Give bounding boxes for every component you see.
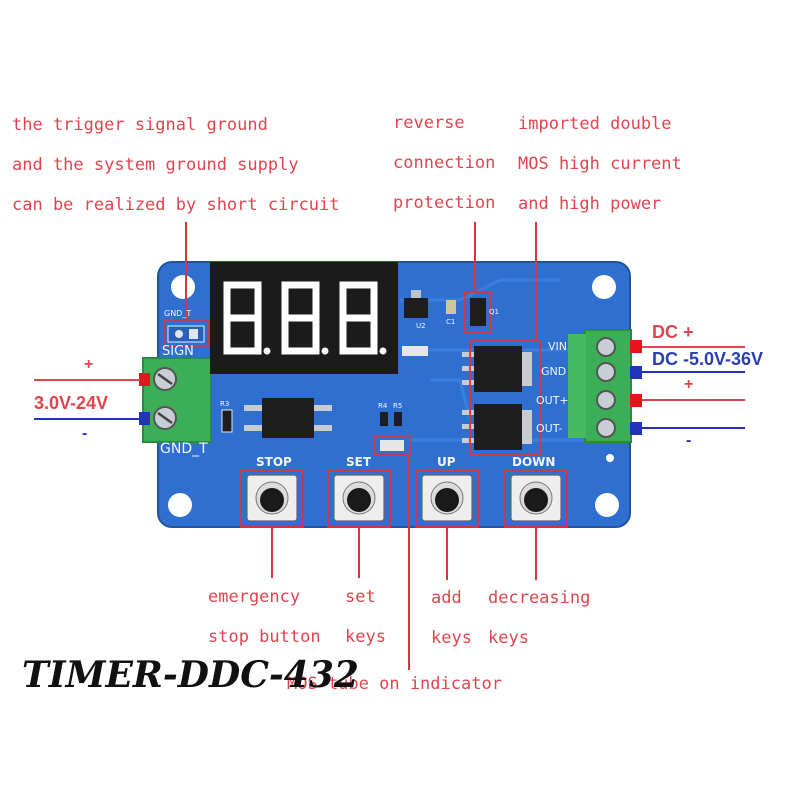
silk-gnd-t: GND_T — [160, 441, 208, 457]
callout-box-mosfets — [469, 340, 541, 455]
mount-hole-top-left — [171, 275, 195, 299]
jumper-pad-right — [189, 329, 198, 339]
mosfet-bottom-tab — [522, 410, 532, 444]
annotation-set-line-2: keys — [345, 627, 386, 647]
annotation-down-line-2: keys — [488, 628, 529, 648]
via-hole — [606, 454, 614, 462]
annotation-reverse-line-2: connection — [393, 153, 496, 173]
dc-plus-label: DC + — [652, 322, 694, 342]
dc-negative-marker — [630, 366, 642, 379]
resistor-r4 — [380, 412, 388, 426]
annotation-mos-line-3: and high power — [518, 194, 662, 214]
output-terminal-side — [568, 334, 586, 438]
out-positive-marker — [630, 394, 642, 407]
annotation-down-line-1: decreasing — [488, 588, 591, 608]
mos-indicator-led — [380, 440, 404, 451]
mount-hole-top-right — [592, 275, 616, 299]
input-negative-marker — [139, 412, 150, 425]
output-screw-out-plus — [596, 390, 616, 410]
silk-c1: C1 — [446, 318, 456, 326]
regulator-u2 — [404, 298, 428, 318]
output-terminal-block — [584, 329, 632, 443]
up-button-graphic — [415, 469, 479, 528]
dc-range-label: DC -5.0V-36V — [652, 349, 764, 369]
down-button-graphic — [504, 469, 568, 528]
out-plus-label: + — [684, 376, 694, 393]
silk-stop: STOP — [256, 455, 292, 469]
smd-resistor — [402, 346, 428, 356]
mount-hole-bottom-left — [168, 493, 192, 517]
mosfet-pins — [462, 352, 474, 443]
output-screw-gnd — [596, 362, 616, 382]
resistor-r5 — [394, 412, 402, 426]
silk-gnd-t-small: GND_T — [164, 309, 192, 318]
led-digit-2 — [281, 281, 329, 355]
resistor-r3 — [221, 409, 233, 433]
out-negative-marker — [630, 422, 642, 435]
annotation-reverse-line-3: protection — [393, 193, 496, 213]
led-digit-1 — [223, 281, 271, 355]
jumper-pad-left — [175, 330, 183, 338]
silk-set: SET — [346, 455, 372, 469]
annotation-ground-line-2: and the system ground supply — [12, 155, 299, 175]
mount-hole-bottom-right — [595, 493, 619, 517]
screw-slot — [157, 372, 173, 386]
transistor-q1 — [470, 298, 486, 326]
annotation-ground-line-3: can be realized by short circuit — [12, 195, 340, 215]
gnd-jumper-pads — [167, 325, 205, 343]
silk-gnd: GND — [541, 365, 567, 378]
set-button-graphic — [327, 469, 391, 528]
input-plus-label: + — [84, 356, 94, 373]
annotation-indicator: MOS tube on indicator — [287, 674, 502, 694]
led-digit-3 — [339, 281, 387, 355]
screw-slot — [157, 411, 173, 425]
out-minus-label: - — [686, 432, 692, 449]
callout-box-q1 — [464, 291, 492, 333]
silk-r5: R5 — [393, 402, 403, 410]
annotation-stop-line-1: emergency — [208, 587, 301, 607]
regulator-tab — [411, 290, 421, 298]
silk-q1: Q1 — [489, 308, 499, 316]
silk-out-minus: OUT- — [536, 422, 563, 435]
annotation-ground-line-1: the trigger signal ground — [12, 115, 268, 135]
silk-sign: SIGN — [162, 344, 194, 359]
annotation-stop-line-2: stop button — [208, 627, 321, 647]
silk-u2: U2 — [416, 322, 426, 330]
callout-box-indicator — [373, 435, 411, 456]
input-voltage-label: 3.0V-24V — [34, 393, 109, 413]
silk-r3: R3 — [220, 400, 230, 408]
optocoupler — [262, 398, 314, 438]
output-screw-vin — [596, 337, 616, 357]
annotation-reverse-line-1: reverse — [393, 113, 465, 133]
silk-r4: R4 — [378, 402, 388, 410]
optocoupler-pins — [244, 405, 332, 431]
mosfet-top-tab — [522, 352, 532, 386]
led-digits — [223, 281, 387, 355]
annotation-up-line-2: keys — [431, 628, 472, 648]
capacitor-c1 — [446, 300, 456, 314]
annotation-set-line-1: set — [345, 587, 376, 607]
silk-out-plus: OUT+ — [536, 394, 569, 407]
silk-down: DOWN — [512, 455, 556, 469]
input-positive-marker — [139, 373, 150, 386]
silk-vin: VIN — [548, 340, 567, 353]
output-screw-out-minus — [596, 418, 616, 438]
annotation-up-line-1: add — [431, 588, 462, 608]
input-terminal-block — [142, 357, 212, 443]
mosfet-bottom — [474, 404, 522, 450]
annotation-mos-line-1: imported double — [518, 114, 672, 134]
dc-positive-marker — [630, 340, 642, 353]
silk-up: UP — [437, 455, 456, 469]
model-name: TIMER-DDC-432 — [22, 654, 359, 696]
annotation-mos-line-2: MOS high current — [518, 154, 682, 174]
stop-button-graphic — [240, 469, 304, 528]
mosfet-top — [474, 346, 522, 392]
input-minus-label: - — [82, 425, 88, 442]
